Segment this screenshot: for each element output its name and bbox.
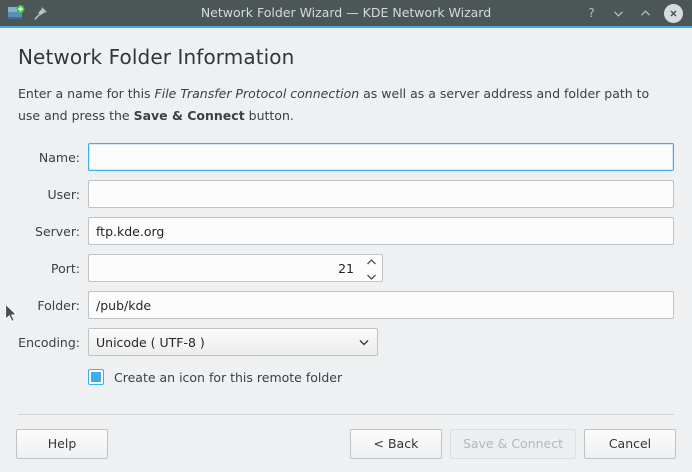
name-input[interactable] — [88, 143, 674, 171]
folder-label: Folder: — [37, 297, 80, 313]
minimize-icon[interactable] — [610, 5, 626, 21]
close-icon[interactable] — [664, 3, 683, 23]
checkbox-fill — [91, 372, 101, 382]
description-text-1: Enter a name for this — [18, 86, 155, 101]
create-icon-checkbox-label: Create an icon for this remote folder — [114, 369, 343, 385]
server-input[interactable] — [88, 217, 674, 245]
form-row-name: Name: — [18, 143, 674, 171]
port-spinner-buttons[interactable] — [360, 254, 382, 283]
svg-text:?: ? — [588, 6, 594, 20]
description-text-3: button. — [244, 107, 294, 123]
help-icon[interactable]: ? — [583, 5, 599, 21]
description-protocol-emphasis: File Transfer Protocol connection — [154, 86, 360, 101]
save-and-connect-button: Save & Connect — [449, 428, 576, 459]
server-label: Server: — [35, 223, 80, 239]
user-label: User: — [47, 186, 80, 202]
encoding-select[interactable]: Unicode ( UTF-8 ) — [88, 328, 378, 356]
titlebar-left-icons — [0, 4, 48, 22]
maximize-icon[interactable] — [637, 5, 653, 21]
pin-icon[interactable] — [33, 6, 48, 21]
network-folder-add-icon — [7, 4, 25, 22]
description-text-2: as well as a server address and folder p… — [18, 86, 650, 123]
chevron-up-icon[interactable] — [366, 254, 377, 268]
encoding-value: Unicode ( UTF-8 ) — [96, 334, 205, 350]
port-value[interactable]: 21 — [338, 260, 354, 276]
description-action-emphasis: Save & Connect — [133, 107, 245, 123]
create-icon-checkbox[interactable] — [88, 369, 104, 385]
dialog-footer: Help < Back Save & Connect Cancel — [0, 414, 692, 472]
cancel-button[interactable]: Cancel — [584, 428, 676, 459]
help-button[interactable]: Help — [16, 428, 108, 459]
create-icon-checkbox-row[interactable]: Create an icon for this remote folder — [18, 369, 674, 385]
folder-input[interactable] — [88, 291, 674, 319]
form-row-folder: Folder: — [18, 291, 674, 319]
user-input[interactable] — [88, 180, 674, 208]
form-row-port: Port: 21 — [18, 254, 674, 282]
page-title: Network Folder Information — [18, 45, 295, 69]
encoding-label: Encoding: — [18, 334, 80, 350]
form-row-user: User: — [18, 180, 674, 208]
form-row-encoding: Encoding: Unicode ( UTF-8 ) — [18, 328, 674, 356]
footer-buttons: Help < Back Save & Connect Cancel — [16, 415, 676, 472]
dialog-content: Network Folder Information Enter a name … — [0, 45, 692, 385]
footer-separator — [18, 414, 674, 415]
window-titlebar: Network Folder Wizard — KDE Network Wiza… — [0, 0, 692, 28]
form-row-server: Server: — [18, 217, 674, 245]
chevron-down-icon[interactable] — [366, 269, 377, 283]
back-button[interactable]: < Back — [349, 428, 442, 459]
port-label: Port: — [51, 260, 80, 276]
chevron-down-icon[interactable] — [358, 338, 370, 346]
titlebar-controls: ? — [583, 3, 692, 23]
name-label: Name: — [38, 149, 80, 165]
network-folder-form: Name: User: Server: Port: 21 — [18, 143, 674, 385]
port-spinbox[interactable]: 21 — [88, 254, 383, 282]
page-description: Enter a name for this File Transfer Prot… — [18, 83, 674, 126]
